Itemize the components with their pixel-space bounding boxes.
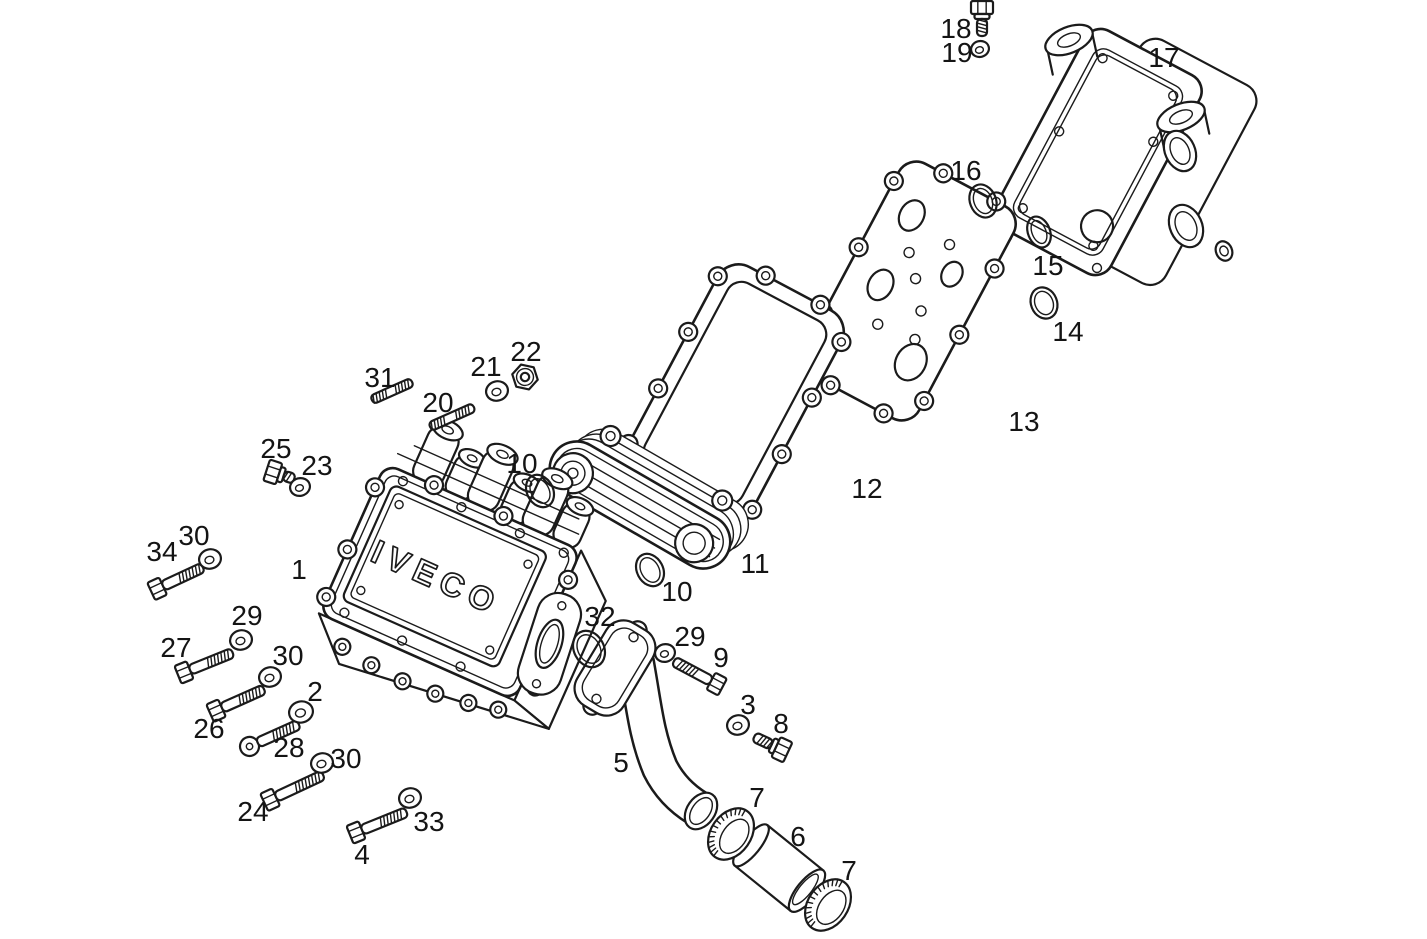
part-label-2: 2 [307, 676, 323, 707]
part-label-30: 30 [330, 743, 361, 774]
stud-icon-31 [370, 378, 414, 404]
bolt-icon-24 [259, 770, 326, 812]
orings-layer [524, 183, 1059, 669]
housing-bottom-scallops [333, 637, 508, 719]
bolt-icon-4 [345, 807, 409, 845]
part-label-28: 28 [273, 732, 304, 763]
part-label-16: 16 [950, 155, 981, 186]
part-label-10: 10 [661, 576, 692, 607]
cover-tower-boss [1044, 23, 1099, 76]
plate-ear-holes [813, 163, 1007, 424]
bolt-icon-27 [173, 648, 235, 685]
pipe-end-opening [683, 791, 719, 831]
part-label-12: 12 [851, 473, 882, 504]
bolt-icon-8 [752, 732, 793, 763]
washer-icon-33 [397, 787, 423, 809]
part-label-8: 8 [773, 708, 789, 739]
washer-icon-3 [725, 714, 751, 736]
part-label-1: 1 [291, 554, 307, 585]
part-label-13: 13 [1008, 406, 1039, 437]
pipe-flange [573, 619, 657, 717]
o-ring-icon-14 [1029, 286, 1059, 320]
part-label-19: 19 [941, 37, 972, 68]
part-label-17: 17 [1148, 42, 1179, 73]
washer-icon-19 [969, 39, 991, 59]
part-label-23: 23 [301, 450, 332, 481]
washer-icon-21 [484, 380, 510, 402]
o-ring-icon-32 [571, 629, 607, 669]
part-label-27: 27 [160, 632, 191, 663]
washer-icon-29 [653, 643, 677, 663]
part-label-29: 29 [674, 621, 705, 652]
part-label-7: 7 [749, 782, 765, 813]
fasteners-layer [146, 0, 995, 845]
part-label-15: 15 [1032, 250, 1063, 281]
bolt-icon-25 [262, 458, 296, 486]
part-label-9: 9 [713, 642, 729, 673]
o-ring-icon-15 [1026, 215, 1052, 249]
o-ring-icon-16 [968, 183, 998, 219]
bolt-icon-34 [146, 563, 205, 601]
part-label-5: 5 [613, 747, 629, 778]
washer-icon-23 [288, 477, 312, 497]
washer-icon-30 [197, 548, 223, 570]
oil-cooler-core-part-11 [548, 424, 749, 570]
part-label-11: 11 [740, 548, 769, 579]
part-label-30: 30 [178, 520, 209, 551]
part-label-34: 34 [146, 536, 177, 567]
part-label-21: 21 [470, 351, 501, 382]
part-label-30: 30 [272, 640, 303, 671]
housing-front-bosses [412, 418, 574, 537]
cover-part-17 [993, 23, 1258, 287]
bolt-icon-28 [238, 720, 301, 758]
part-label-3: 3 [740, 689, 756, 720]
o-ring-icon-10 [524, 473, 556, 509]
nut-icon-22 [511, 363, 539, 391]
washer-icon-2 [287, 700, 315, 724]
stud-icon-20 [428, 403, 476, 431]
cover-tower-boss [1156, 100, 1211, 153]
bolt-icon-18 [969, 0, 995, 38]
part-label-26: 26 [193, 713, 224, 744]
bolt-icon-26 [205, 684, 266, 723]
clamps-layer [706, 807, 853, 932]
part-label-18: 18 [940, 13, 971, 44]
outlet-pipe-part-5 [573, 619, 719, 831]
washer-icon-30 [309, 752, 335, 774]
housing-cover-plate [342, 485, 547, 668]
washer-icon-29 [228, 629, 254, 651]
housing-part-1: IVECO [316, 418, 607, 730]
part-label-24: 24 [237, 796, 268, 827]
cover-bore [1162, 129, 1198, 173]
part-label-7: 7 [841, 855, 857, 886]
part-label-32: 32 [584, 601, 615, 632]
part-label-31: 31 [364, 362, 395, 393]
cooler-ear [599, 424, 734, 512]
part-label-22: 22 [510, 336, 541, 367]
bolt-icon-9 [671, 657, 728, 696]
housing-flange-bolt-holes [339, 475, 569, 672]
part-label-29: 29 [231, 600, 262, 631]
housing-outlet-flange [516, 591, 583, 697]
part-label-6: 6 [790, 821, 806, 852]
cover-bore [1167, 203, 1205, 249]
cover-bore [1214, 240, 1234, 262]
o-ring-icon-10 [634, 552, 666, 588]
part-label-20: 20 [422, 387, 453, 418]
part-label-33: 33 [413, 806, 444, 837]
part-label-10: 10 [506, 448, 537, 479]
part-label-14: 14 [1052, 316, 1083, 347]
part-label-25: 25 [260, 433, 291, 464]
hose-clamp-icon-7 [706, 807, 756, 861]
hose-clamp-icon-7 [803, 878, 853, 932]
washer-icon-30 [257, 666, 283, 688]
plate-gasket-part-13 [801, 160, 1017, 424]
plate-port-holes [866, 199, 964, 382]
part-label-4: 4 [354, 839, 370, 870]
